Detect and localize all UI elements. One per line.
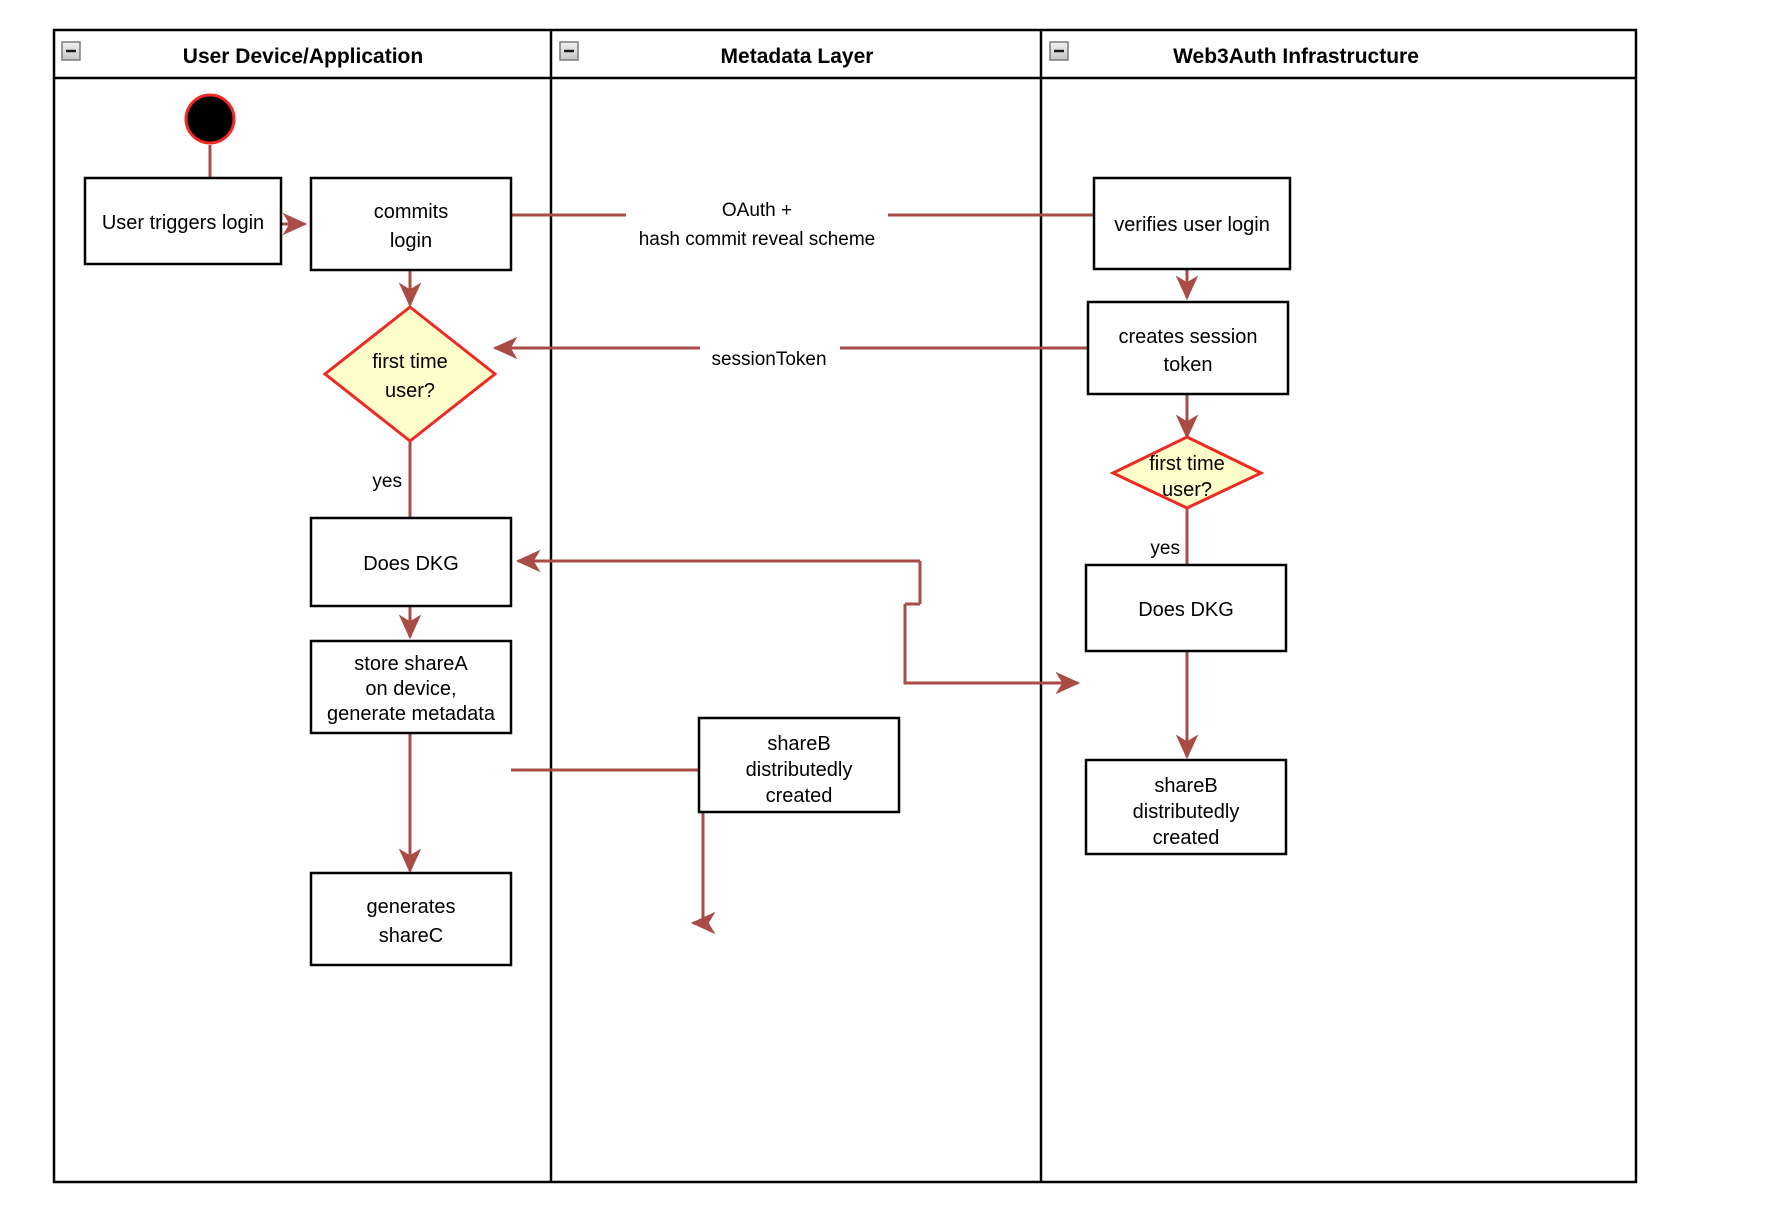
edge-label-oauth-line1: OAuth + xyxy=(722,200,792,221)
lane-title-web3auth: Web3Auth Infrastructure xyxy=(1173,45,1419,68)
decision-first-time-user-left[interactable]: first time user? xyxy=(322,305,498,443)
lane-title-metadata: Metadata Layer xyxy=(721,45,874,68)
decision-label-line2: user? xyxy=(1162,479,1212,501)
action-label-line1: generates xyxy=(367,896,456,918)
action-verifies-user-login[interactable]: verifies user login xyxy=(1092,176,1292,271)
action-label-line3: created xyxy=(766,785,833,807)
minus-box-icon[interactable] xyxy=(61,41,81,61)
action-user-triggers-login[interactable]: User triggers login xyxy=(83,176,283,266)
initial-node[interactable] xyxy=(184,93,236,145)
action-label-line3: created xyxy=(1153,827,1220,849)
lane-header-metadata[interactable]: Metadata Layer xyxy=(559,41,874,68)
guard-label-yes-left: yes xyxy=(372,471,402,492)
oauth-label-bg xyxy=(626,194,888,252)
action-does-dkg-right[interactable]: Does DKG xyxy=(1084,563,1288,653)
lane-header-user[interactable]: User Device/Application xyxy=(61,41,423,68)
lane-header-web3auth[interactable]: Web3Auth Infrastructure xyxy=(1049,41,1419,68)
action-label-line2: login xyxy=(390,230,432,252)
minus-box-icon[interactable] xyxy=(1049,41,1069,61)
action-label-line1: store shareA xyxy=(354,653,468,675)
edge-labels: OAuth + hash commit reveal scheme sessio… xyxy=(372,194,1180,559)
decision-first-time-user-right[interactable]: first time user? xyxy=(1109,435,1265,510)
edge-label-session-token: sessionToken xyxy=(711,349,826,370)
guard-label-yes-right: yes xyxy=(1150,538,1180,559)
minus-box-icon[interactable] xyxy=(559,41,579,61)
action-label: verifies user login xyxy=(1114,214,1270,236)
action-shareb-web3auth[interactable]: shareB distributedly created xyxy=(1084,758,1288,856)
decision-label-line1: first time xyxy=(1149,453,1225,475)
action-label-line2: token xyxy=(1164,354,1213,376)
session-token-label-bg xyxy=(700,337,840,367)
action-label-line2: distributedly xyxy=(1133,801,1240,823)
action-shareb-metadata[interactable]: shareB distributedly created xyxy=(697,716,901,814)
action-label: User triggers login xyxy=(102,212,264,234)
action-label: Does DKG xyxy=(363,553,459,575)
action-label-line3: generate metadata xyxy=(327,703,496,725)
action-store-sharea[interactable]: store shareA on device, generate metadat… xyxy=(309,639,513,735)
action-label-line1: shareB xyxy=(767,733,830,755)
action-generates-sharec[interactable]: generates shareC xyxy=(309,871,513,967)
action-commits-login[interactable]: commits login xyxy=(309,176,513,272)
decision-label-line2: user? xyxy=(385,380,435,402)
action-label-line1: creates session xyxy=(1119,326,1258,348)
action-label-line2: shareC xyxy=(379,925,443,947)
action-label: Does DKG xyxy=(1138,599,1234,621)
action-label-line2: distributedly xyxy=(746,759,853,781)
action-does-dkg-left[interactable]: Does DKG xyxy=(309,516,513,608)
edge-label-oauth-line2: hash commit reveal scheme xyxy=(639,229,876,250)
edge-junction-to-dkg-right xyxy=(903,604,1081,695)
action-label-line1: shareB xyxy=(1154,775,1217,797)
action-creates-session-token[interactable]: creates session token xyxy=(1086,300,1290,396)
action-label-line2: on device, xyxy=(365,678,456,700)
lane-title-user: User Device/Application xyxy=(183,45,423,68)
edge-store-to-shareb-meta xyxy=(511,768,716,935)
action-label-line1: commits xyxy=(374,201,448,223)
decision-label-line1: first time xyxy=(372,351,448,373)
